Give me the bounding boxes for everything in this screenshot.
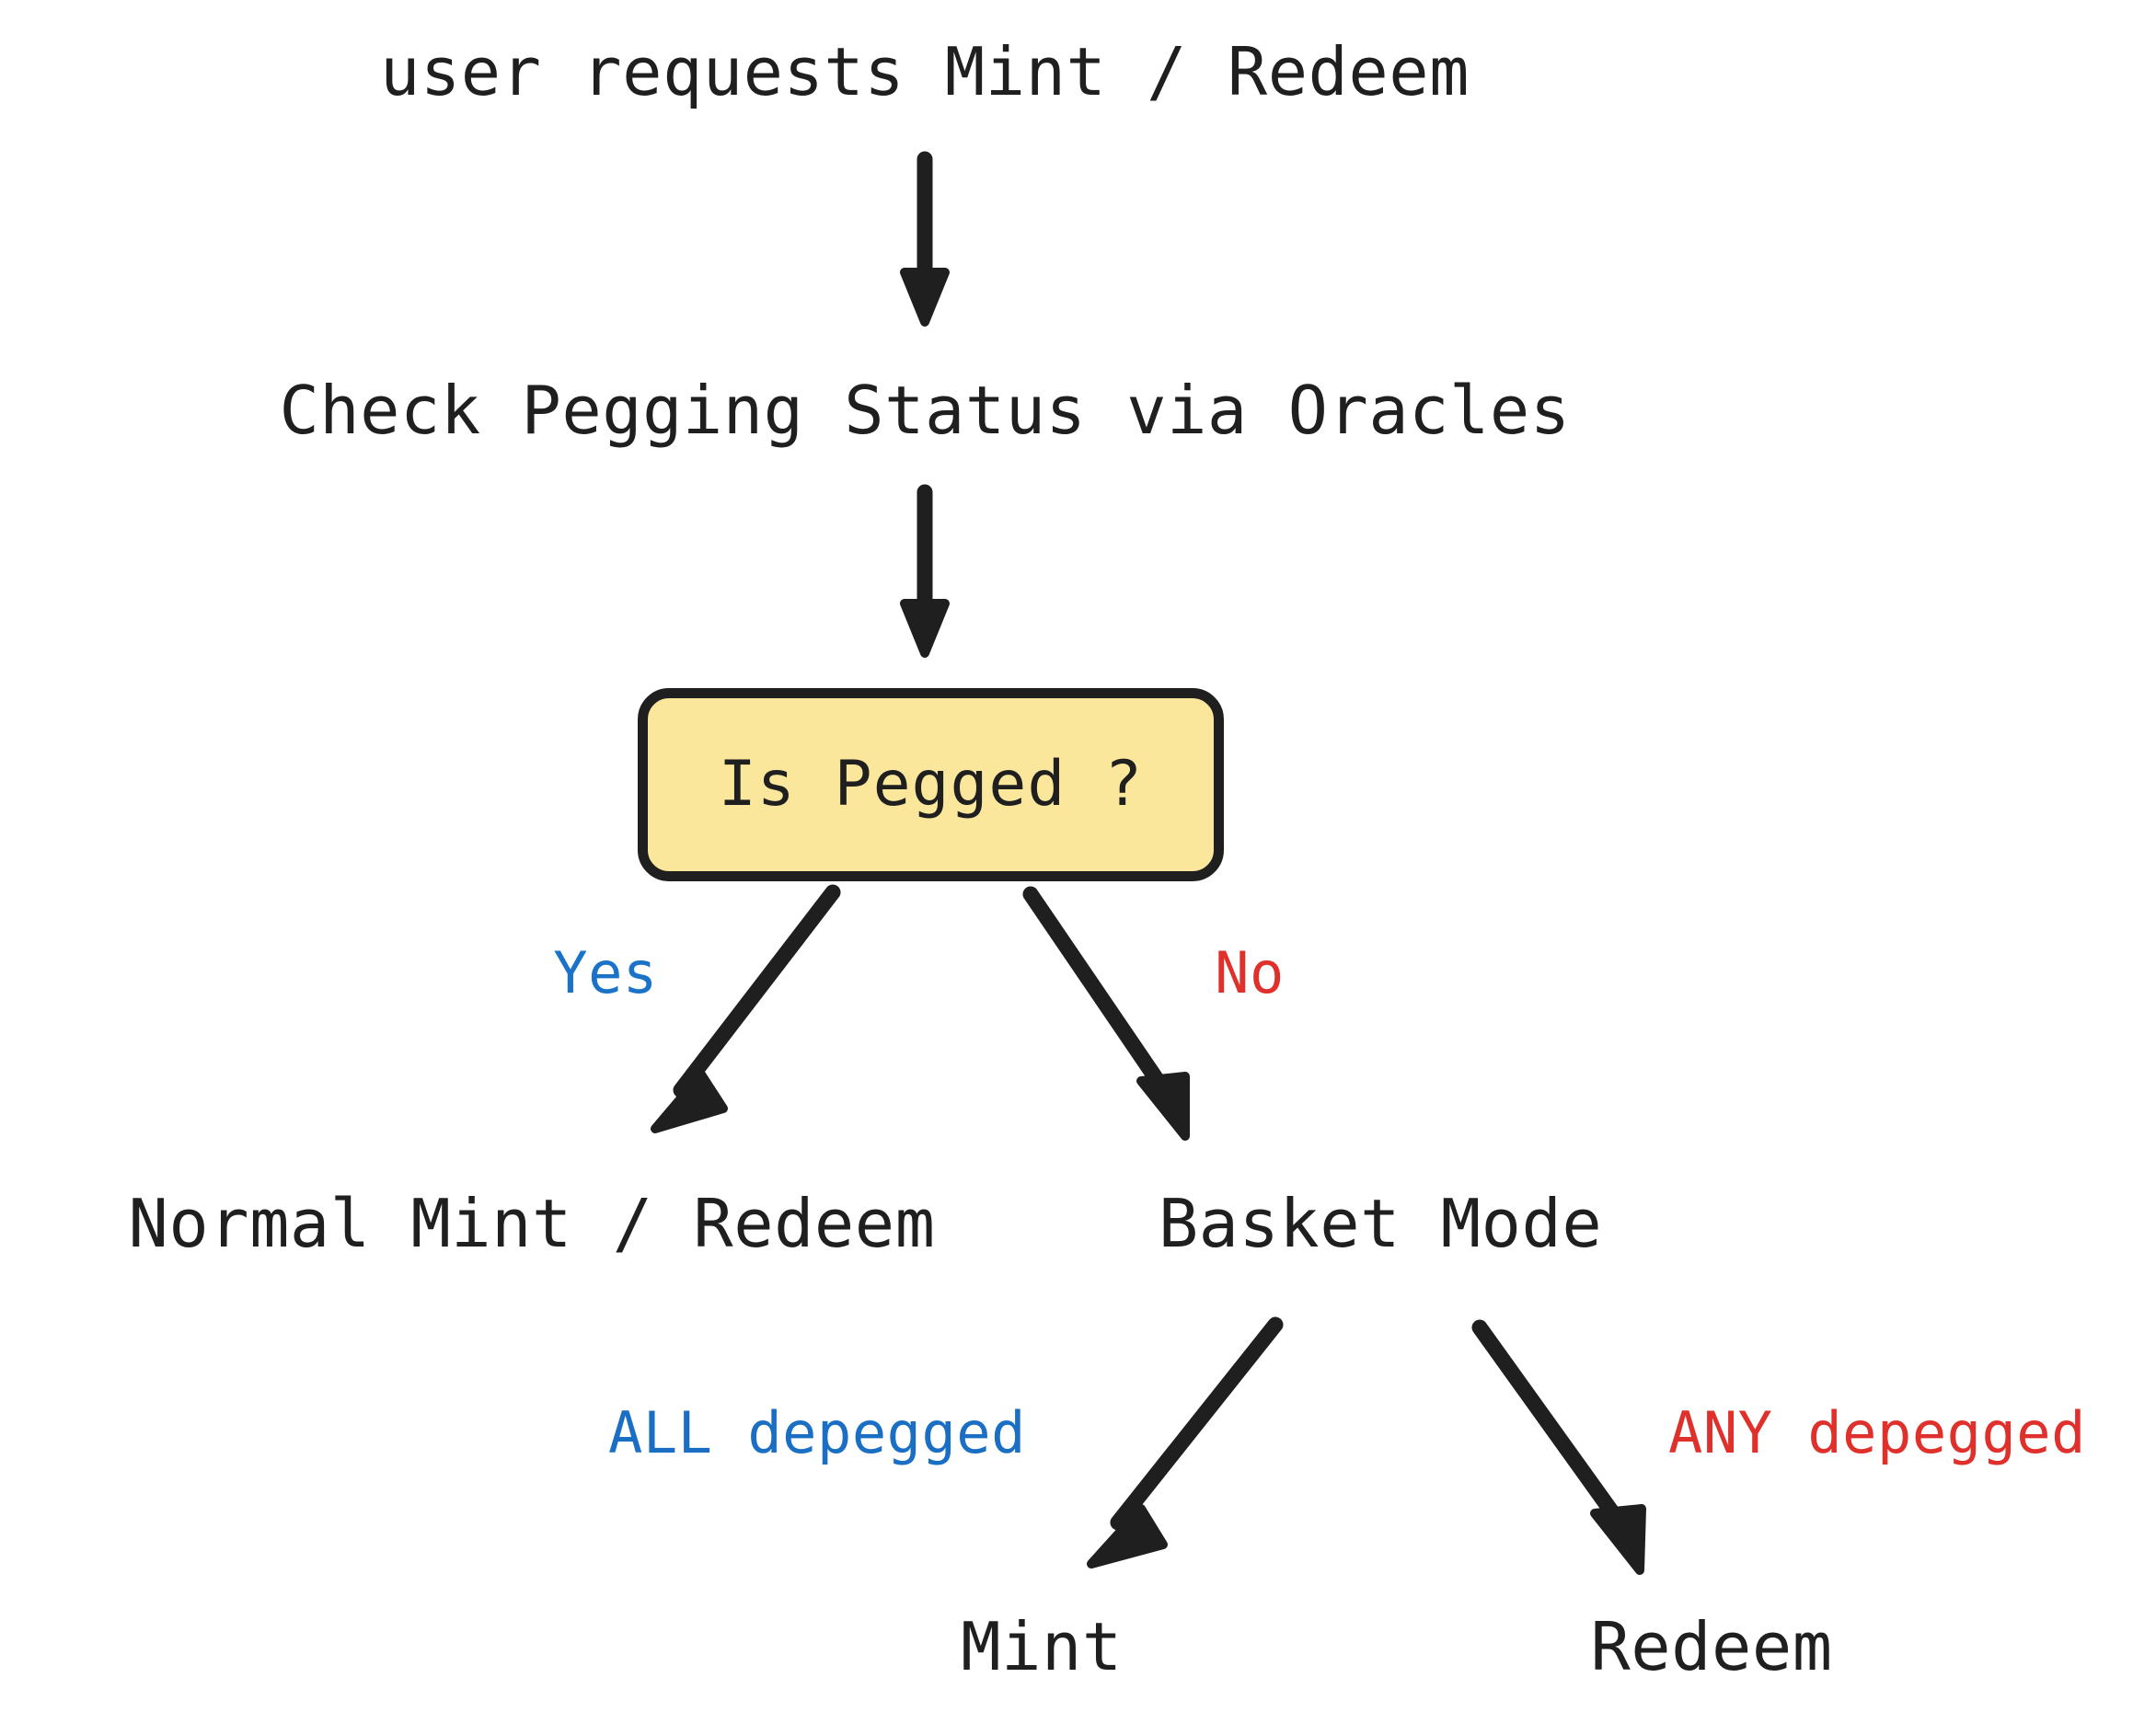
edge-label-all-depegged: ALL depegged xyxy=(608,1399,1026,1466)
edge-decision-to-normal xyxy=(651,884,841,1133)
edge-start-to-check xyxy=(900,151,950,327)
node-basket-mode: Basket Mode xyxy=(1158,1185,1603,1262)
node-check-pegging-status: Check Pegging Status via Oracles xyxy=(279,372,1571,449)
edge-label-yes: Yes xyxy=(553,939,658,1006)
edge-label-no: No xyxy=(1215,939,1285,1006)
node-normal-mint-redeem: Normal Mint / Redeem xyxy=(128,1185,936,1262)
node-is-pegged-decision[interactable]: Is Pegged ? xyxy=(638,688,1224,881)
edge-basket-to-mint xyxy=(1087,1316,1284,1568)
node-user-requests: user requests Mint / Redeem xyxy=(380,33,1470,110)
edge-label-any-depegged: ANY depegged xyxy=(1668,1399,2086,1466)
edge-basket-to-redeem xyxy=(1471,1319,1646,1575)
edge-check-to-decision xyxy=(900,484,950,658)
edge-decision-to-basket xyxy=(1022,886,1190,1141)
node-mint: Mint xyxy=(961,1608,1123,1685)
node-is-pegged-label: Is Pegged ? xyxy=(718,748,1144,821)
node-redeem: Redeem xyxy=(1590,1608,1833,1685)
